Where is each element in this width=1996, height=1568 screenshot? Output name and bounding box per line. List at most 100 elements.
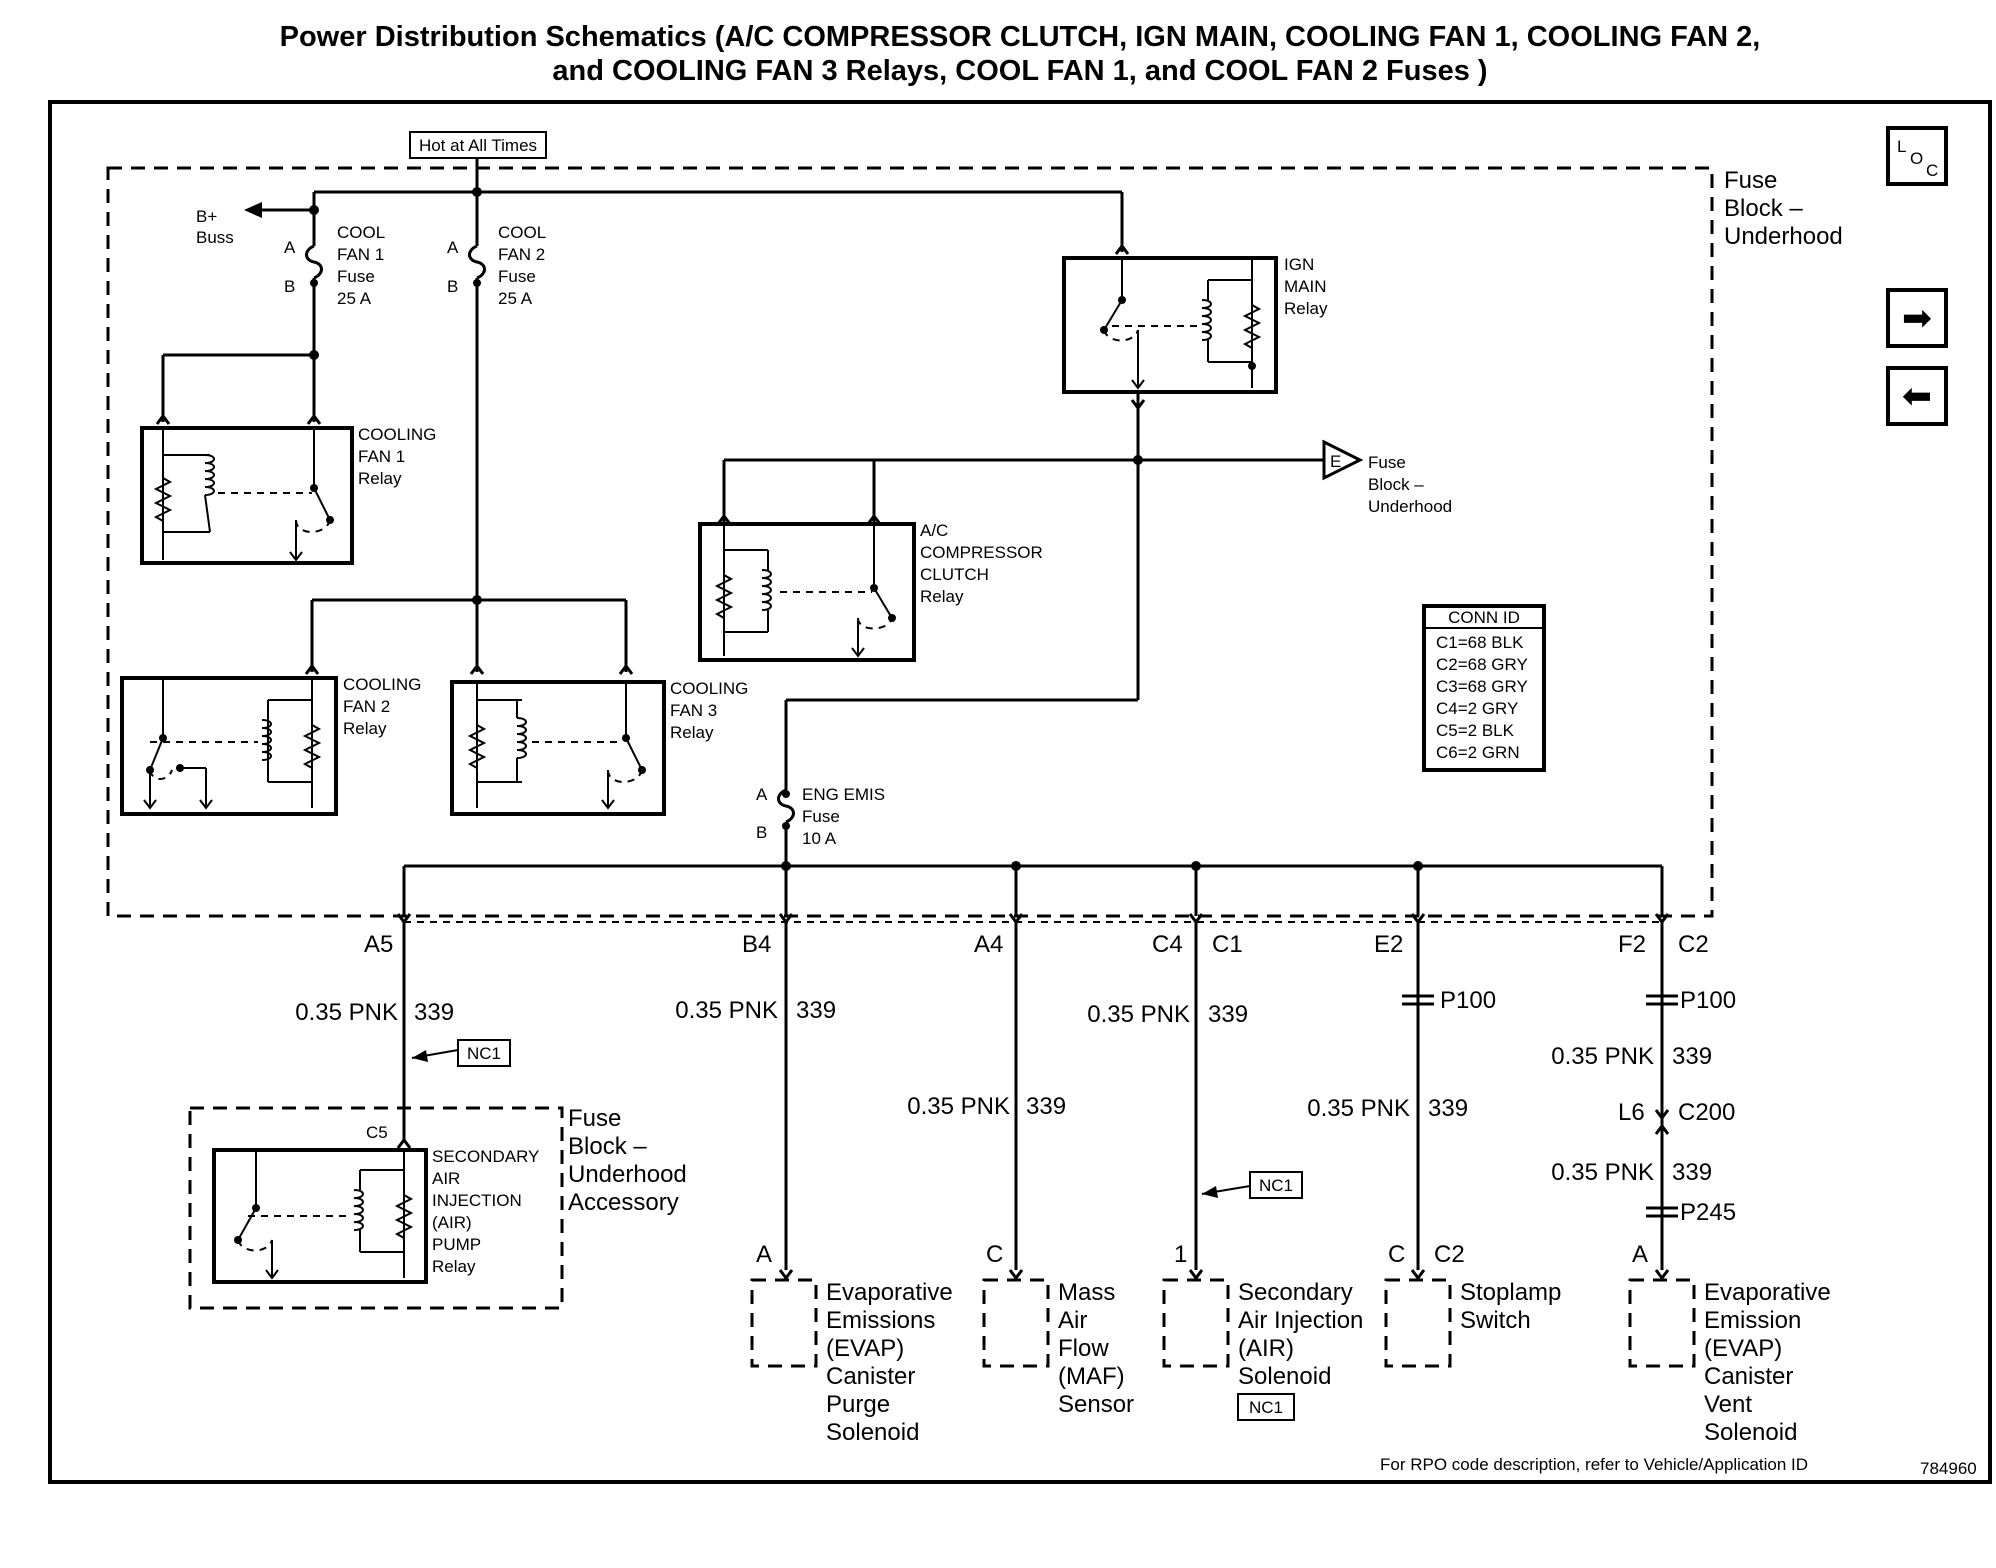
svg-text:B4: B4 [742, 931, 771, 958]
svg-text:Fuse: Fuse [1368, 453, 1406, 472]
svg-text:Solenoid: Solenoid [1704, 1419, 1797, 1446]
svg-text:Underhood: Underhood [568, 1161, 687, 1188]
terminal-labels: A5 B4 A4 C4 C1 E2 F2 C2 [364, 931, 1709, 958]
svg-text:339: 339 [1672, 1043, 1712, 1070]
svg-text:A/C: A/C [920, 521, 948, 540]
svg-text:C1: C1 [1212, 931, 1243, 958]
svg-text:Buss: Buss [196, 228, 234, 247]
svg-text:Fuse: Fuse [802, 807, 840, 826]
svg-text:C1=68 BLK: C1=68 BLK [1436, 633, 1524, 652]
evap-canister-purge-solenoid: Evaporative Emissions (EVAP) Canister Pu… [750, 1278, 953, 1446]
svg-text:IGN: IGN [1284, 255, 1314, 274]
arrow-left-icon: ⬅ [1902, 375, 1932, 416]
rpo-footer-note: For RPO code description, refer to Vehic… [1380, 1455, 1808, 1474]
svg-text:0.35 PNK: 0.35 PNK [1307, 1095, 1410, 1122]
fuse-block-underhood-accessory-label: Fuse Block – Underhood Accessory [568, 1105, 687, 1216]
svg-text:Hot at All Times: Hot at All Times [419, 136, 537, 155]
svg-text:Canister: Canister [826, 1363, 915, 1390]
svg-text:Evaporative: Evaporative [826, 1279, 953, 1306]
svg-text:Flow: Flow [1058, 1335, 1109, 1362]
svg-text:C: C [1926, 161, 1938, 180]
svg-text:Block –: Block – [1724, 195, 1803, 222]
svg-text:339: 339 [1672, 1159, 1712, 1186]
svg-text:Relay: Relay [920, 587, 964, 606]
svg-text:Fuse: Fuse [498, 267, 536, 286]
svg-text:A4: A4 [974, 931, 1003, 958]
svg-text:A: A [1632, 1241, 1648, 1268]
svg-text:A: A [447, 238, 459, 257]
svg-text:1: 1 [1174, 1241, 1187, 1268]
prev-page-button[interactable]: ⬅ [1886, 366, 1948, 426]
svg-text:A: A [756, 1241, 772, 1268]
svg-text:Relay: Relay [1284, 299, 1328, 318]
svg-text:L6: L6 [1618, 1099, 1645, 1126]
svg-text:C: C [1388, 1241, 1405, 1268]
svg-text:Solenoid: Solenoid [826, 1419, 919, 1446]
cool-fan-1-fuse-label: COOL FAN 1 Fuse 25 A [337, 223, 385, 308]
ac-compressor-clutch-relay-label: A/C COMPRESSOR CLUTCH Relay [920, 521, 1043, 606]
svg-text:C2: C2 [1434, 1241, 1465, 1268]
secondary-air-injection-solenoid: Secondary Air Injection (AIR) Solenoid N… [1162, 1278, 1363, 1421]
svg-text:Mass: Mass [1058, 1279, 1115, 1306]
fuse-block-underhood-outline [106, 166, 1714, 918]
svg-text:B+: B+ [196, 207, 217, 226]
arrow-right-icon: ➡ [1902, 297, 1932, 338]
b-plus-buss-label: B+ Buss [196, 207, 234, 247]
svg-text:Solenoid: Solenoid [1238, 1363, 1331, 1390]
svg-text:A5: A5 [364, 931, 393, 958]
svg-text:(AIR): (AIR) [432, 1213, 472, 1232]
svg-text:C2=68 GRY: C2=68 GRY [1436, 655, 1528, 674]
svg-text:Fuse: Fuse [1724, 167, 1777, 194]
svg-text:C: C [986, 1241, 1003, 1268]
svg-text:C4=2 GRY: C4=2 GRY [1436, 699, 1518, 718]
svg-text:0.35 PNK: 0.35 PNK [295, 999, 398, 1026]
secondary-air-injection-pump-relay-label: SECONDARY AIR INJECTION (AIR) PUMP Relay [432, 1147, 539, 1276]
svg-text:0.35 PNK: 0.35 PNK [1551, 1043, 1654, 1070]
svg-text:Underhood: Underhood [1368, 497, 1452, 516]
svg-text:25 A: 25 A [337, 289, 372, 308]
svg-text:F2: F2 [1618, 931, 1646, 958]
diagram-title: Power Distribution Schematics (A/C COMPR… [0, 20, 1996, 88]
svg-text:(MAF): (MAF) [1058, 1363, 1125, 1390]
loc-button[interactable]: L O C [1886, 126, 1948, 186]
svg-text:P100: P100 [1440, 987, 1496, 1014]
svg-text:A: A [756, 785, 768, 804]
svg-text:Accessory: Accessory [568, 1189, 679, 1216]
svg-text:Relay: Relay [343, 719, 387, 738]
svg-text:B: B [756, 823, 767, 842]
next-page-button[interactable]: ➡ [1886, 288, 1948, 348]
svg-text:Block –: Block – [1368, 475, 1424, 494]
svg-text:0.35 PNK: 0.35 PNK [1087, 1001, 1190, 1028]
secondary-air-injection-pump-relay [212, 1148, 428, 1284]
svg-text:Evaporative: Evaporative [1704, 1279, 1831, 1306]
svg-text:Switch: Switch [1460, 1307, 1531, 1334]
svg-text:Air Injection: Air Injection [1238, 1307, 1363, 1334]
svg-text:B: B [284, 277, 295, 296]
svg-text:Underhood: Underhood [1724, 223, 1843, 250]
svg-text:SECONDARY: SECONDARY [432, 1147, 539, 1166]
cooling-fan-3-relay-label: COOLING FAN 3 Relay [670, 679, 748, 742]
nc1-note-a5: NC1 [411, 1039, 511, 1067]
svg-text:(EVAP): (EVAP) [1704, 1335, 1782, 1362]
evap-canister-vent-solenoid: Evaporative Emission (EVAP) Canister Ven… [1628, 1278, 1831, 1446]
svg-text:CONN ID: CONN ID [1448, 608, 1520, 627]
stoplamp-switch: Stoplamp Switch [1384, 1278, 1561, 1368]
svg-text:C4: C4 [1152, 931, 1183, 958]
svg-text:0.35 PNK: 0.35 PNK [675, 997, 778, 1024]
svg-text:0.35 PNK: 0.35 PNK [907, 1093, 1010, 1120]
svg-text:Fuse: Fuse [337, 267, 375, 286]
hot-at-all-times-label: Hot at All Times [409, 131, 547, 159]
svg-text:C3=68 GRY: C3=68 GRY [1436, 677, 1528, 696]
svg-text:339: 339 [1026, 1093, 1066, 1120]
svg-text:C6=2 GRN: C6=2 GRN [1436, 743, 1520, 762]
conn-id-table: CONN ID C1=68 BLK C2=68 GRY C3=68 GRY C4… [1422, 604, 1546, 772]
svg-text:ENG EMIS: ENG EMIS [802, 785, 885, 804]
svg-text:339: 339 [796, 997, 836, 1024]
svg-text:Sensor: Sensor [1058, 1391, 1134, 1418]
cooling-fan-3-relay [450, 680, 666, 816]
svg-text:E: E [1330, 452, 1341, 471]
svg-text:Fuse: Fuse [568, 1105, 621, 1132]
svg-text:FAN 2: FAN 2 [343, 697, 390, 716]
svg-text:(EVAP): (EVAP) [826, 1335, 904, 1362]
svg-text:P245: P245 [1680, 1199, 1736, 1226]
